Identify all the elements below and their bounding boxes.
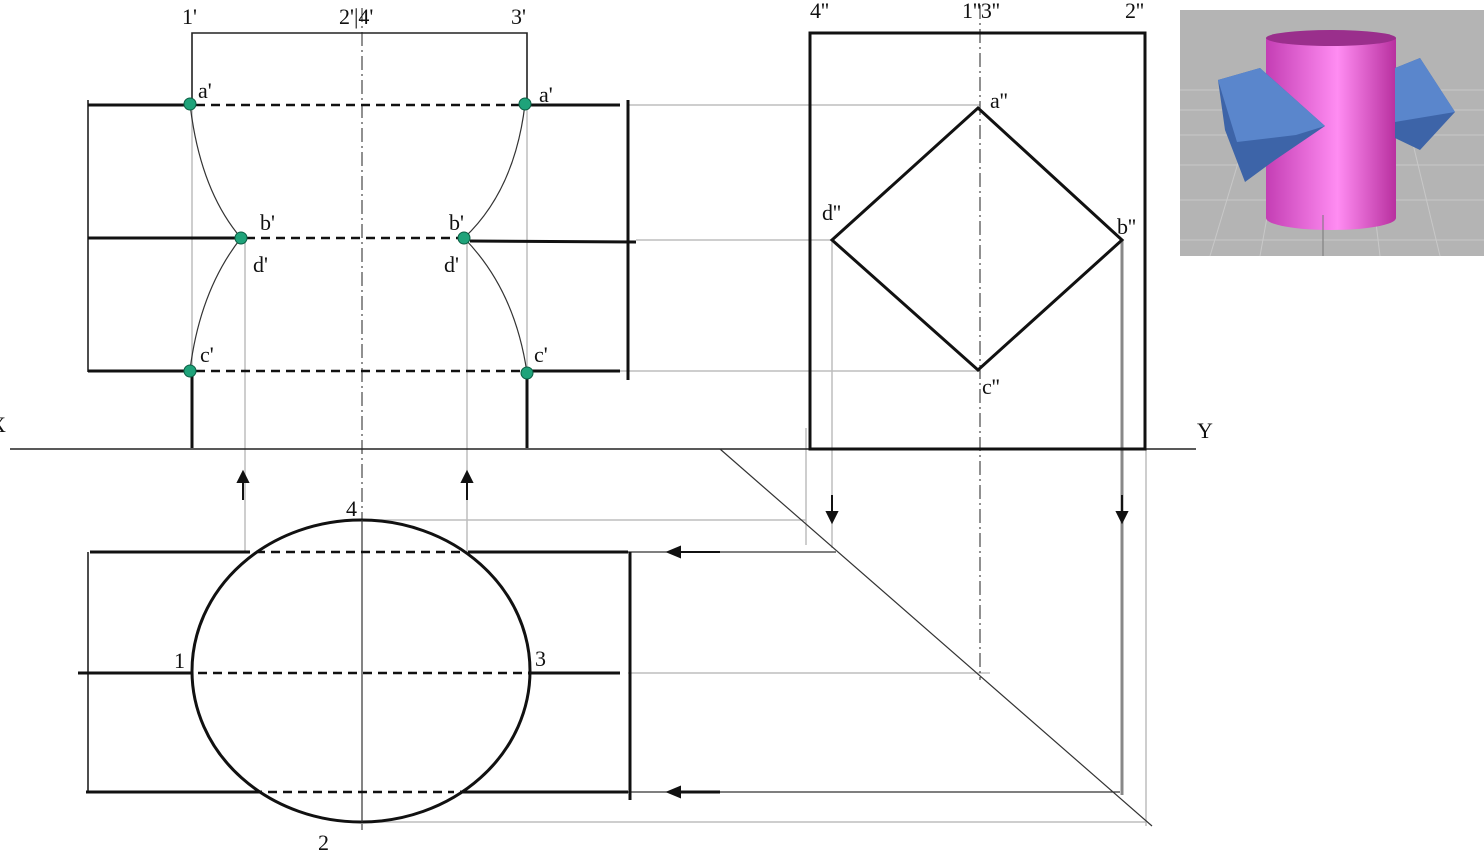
top-view: 4 1 3 2 [78,496,632,854]
label-c-pp: c'' [982,374,1000,399]
label-3p: 3' [511,4,526,29]
label-3: 3 [535,646,546,671]
label-4pp: 4'' [810,0,829,23]
front-view: 1' 2'|4' 3' a' a' b' b' d' d' c' c' [87,4,637,448]
label-b-pp: b'' [1117,214,1136,239]
label-c-left: c' [200,342,214,367]
axis-label-x: X [0,412,6,437]
label-1: 1 [174,648,185,673]
side-view: 4'' 1''3'' 2'' a'' b'' c'' d'' [808,0,1147,451]
label-b-left: b' [260,210,275,235]
arrow-icons [236,469,1129,799]
label-1p: 1' [182,4,197,29]
projection-lines [191,5,1147,830]
label-b-right: b' [449,210,464,235]
label-2p4p: 2'|4' [339,4,373,29]
label-a-left: a' [198,78,212,103]
label-2: 2 [318,830,329,854]
label-d-left: d' [253,252,268,277]
label-4: 4 [346,496,357,521]
label-c-right: c' [534,342,548,367]
axis-label-y: Y [1197,418,1213,443]
intersection-points [183,97,534,380]
label-d-pp: d'' [822,200,841,225]
mitre-line [719,448,1153,827]
label-a-right: a' [539,82,553,107]
label-d-right: d' [444,252,459,277]
cylinder-with-square-prism-icon [1180,10,1484,257]
label-a-pp: a'' [990,88,1008,113]
label-2pp: 2'' [1125,0,1144,23]
label-1pp3pp: 1''3'' [962,0,1000,23]
